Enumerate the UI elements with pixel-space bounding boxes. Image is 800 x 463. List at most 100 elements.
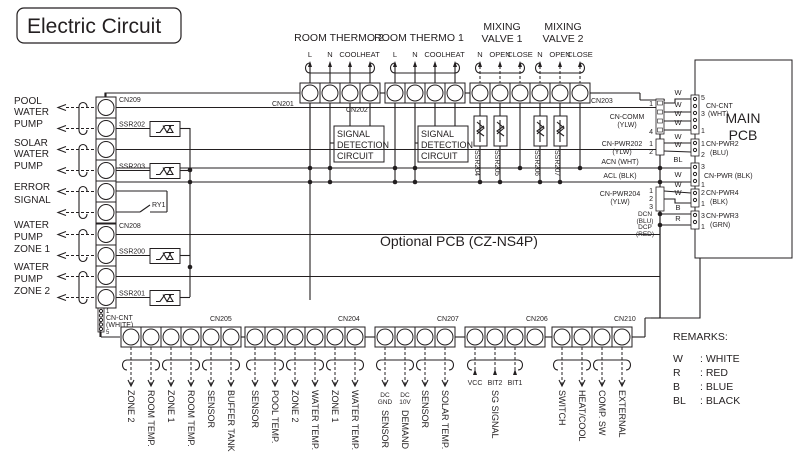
bottom-terminal: [120, 326, 142, 348]
cn-pwr204-color: (YLW): [610, 199, 629, 206]
pin-icon: [657, 127, 663, 133]
arrow-left-icon: [56, 124, 67, 133]
cable-bracket: [285, 359, 325, 371]
cn-pwr202-label: CN-PWR202: [602, 141, 643, 148]
main-cn-pwr-label: CN-PWR (BLK): [704, 173, 753, 180]
cable-bracket: [592, 359, 632, 371]
dcn-label: DCN: [638, 211, 652, 218]
junction-dot: [557, 179, 563, 185]
main-cn-cnt-label: CN-CNT: [706, 103, 734, 110]
left-terminal: [95, 244, 117, 267]
pin-number: 5: [701, 95, 705, 102]
cable-bracket: [78, 185, 88, 220]
pin-number: 5: [106, 330, 110, 336]
pin-number: 4: [649, 129, 653, 136]
bottom-terminal: [180, 326, 202, 348]
main-cn-pwr3-color: (GRN): [710, 222, 730, 229]
terminal-screw: [511, 84, 529, 102]
pin-label: HEAT: [445, 50, 465, 59]
left-output-label: ERROR: [14, 182, 50, 193]
triac-symbol: [156, 251, 174, 261]
wire: [139, 204, 151, 213]
wire-color-label: W: [674, 188, 682, 197]
terminal-screw: [551, 84, 569, 102]
terminal-screw: [416, 328, 434, 346]
terminal-screw: [436, 328, 454, 346]
left-output-label: ZONE 1: [14, 244, 51, 255]
bottom-label: ZONE 2: [126, 390, 136, 423]
arrow-down-icon: [127, 379, 135, 388]
arrow-down-icon: [331, 379, 339, 388]
bottom-label: EXTERNAL: [617, 390, 627, 438]
junction-dot: [392, 179, 398, 185]
bottom-terminal: [284, 326, 306, 348]
ssr-triac-icon: [473, 115, 488, 147]
remarks-title: REMARKS:: [673, 331, 728, 343]
arrow-up-icon: [308, 61, 312, 67]
top-terminal: [359, 82, 381, 104]
pin-number: 2: [701, 152, 705, 159]
pin-number: 3: [701, 164, 705, 171]
wire-color-label: R: [675, 214, 681, 223]
signal-detection-label: SIGNAL: [421, 129, 454, 139]
pin-icon: [692, 103, 698, 109]
left-terminal: [95, 180, 117, 203]
ssr-label: SSR203: [119, 164, 145, 171]
arrow-up-icon: [433, 61, 437, 67]
arrow-left-icon: [56, 230, 67, 239]
main-pcb-box: [694, 59, 793, 259]
junction-dot: [517, 165, 523, 171]
signal-detection-box: [417, 125, 469, 163]
junction-dot: [537, 179, 543, 185]
remark-meaning: : RED: [700, 367, 728, 379]
junction-dot: [412, 165, 418, 171]
left-output-label: SIGNAL: [14, 195, 51, 206]
pin-number: 1: [701, 201, 705, 208]
bottom-label: SENSOR: [250, 390, 260, 429]
triac-symbol: [156, 166, 174, 176]
pin-icon: [692, 96, 698, 102]
top-terminal: [509, 82, 531, 104]
pin-icon: [692, 212, 698, 218]
arrow-left-icon: [56, 208, 67, 217]
bottom-terminal: [464, 326, 486, 348]
pin-label: OPEN: [489, 50, 510, 59]
pin-icon: [692, 197, 698, 203]
bottom-terminal: [200, 326, 222, 348]
small-label: 10V: [399, 399, 411, 406]
signal-detection-label: SIGNAL: [337, 129, 370, 139]
terminal-screw: [471, 84, 489, 102]
cn-comm-label: CN-COMM: [610, 114, 645, 121]
relay-label: RY1: [152, 202, 166, 209]
pin-label: N: [412, 50, 417, 59]
remark-meaning: : WHITE: [700, 353, 740, 365]
pin-icon: [692, 124, 698, 130]
arrow-left-icon: [56, 103, 67, 112]
dcp-label: DCP: [638, 224, 652, 231]
triac-symbol: [156, 124, 174, 134]
arrow-up-icon: [393, 61, 397, 67]
bottom-terminal: [484, 326, 506, 348]
ssr-label: SSR201: [119, 291, 145, 298]
bottom-terminal: [374, 326, 396, 348]
ssr-label: SSR207: [553, 150, 560, 176]
ssr-label: SSR204: [473, 150, 480, 176]
pin-icon: [692, 164, 698, 170]
cable-bracket: [78, 270, 88, 305]
left-output-label: PUMP: [14, 232, 43, 243]
harness-wire: [664, 98, 691, 104]
left-output-label: POOL: [14, 96, 42, 107]
terminal-screw: [246, 328, 264, 346]
bottom-label: SWITCH: [557, 390, 567, 426]
main-cn-pwr2-label: CN-PWR2: [706, 141, 739, 148]
cn-comm-connector: [655, 98, 665, 135]
arrow-up-icon: [578, 61, 582, 67]
bottom-terminal: [611, 326, 633, 348]
pin-label: COOL: [339, 50, 360, 59]
terminal-screw: [266, 328, 284, 346]
cn-pwr204-label: CN-PWR204: [600, 191, 641, 198]
terminal-screw: [122, 328, 140, 346]
pin-label: N: [537, 50, 542, 59]
cable-bracket: [325, 359, 365, 371]
junction-dot: [477, 179, 483, 185]
